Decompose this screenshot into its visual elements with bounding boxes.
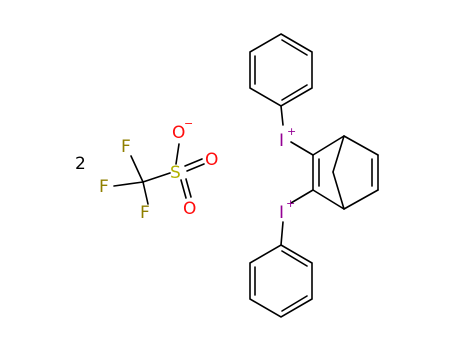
bond-s-o-bottom-a [180,179,187,199]
bond-iodine-to-ring-bottom [280,221,284,246]
phenyl-ring-bottom [249,244,313,318]
bond-c1-bridge [332,135,345,173]
ring-top-inner-1 [281,39,308,56]
fluorine-left-label: F [99,177,109,197]
bond-c-f-bottom [142,181,149,205]
bond-s-o-right-a [184,158,203,167]
fluorine-top-label: F [121,137,131,157]
bond-bridge-c4 [332,171,345,210]
ring-bottom-outline [249,244,313,318]
oxygen-charge: − [184,117,193,130]
norbornadiene-core [312,135,379,210]
bond-ring-top-to-iodine [280,105,284,126]
ring-bottom-inner-2 [281,295,308,312]
iodine-bottom-charge: + [286,197,295,210]
sulfur-label: S [170,163,181,183]
bond-c1-c6 [343,135,379,156]
stoichiometry-coefficient: 2 [75,154,86,174]
ring-top-inner-2 [281,84,308,101]
ring-top-outline [249,33,313,107]
iodine-bottom-label: I [279,203,284,223]
oxygen-bottom-label: O [183,199,196,219]
bond-s-o-minus [175,143,180,165]
iodine-top-charge: + [287,125,296,138]
phenyl-ring-top [249,33,313,107]
bond-c2-c1 [312,135,345,156]
bond-c3-to-iodine-bottom [290,189,314,204]
bond-c5-c4 [343,189,379,210]
bond-c-s [142,172,171,183]
iodine-top-label: I [279,131,284,151]
fluorine-bottom-label: F [140,203,150,223]
ring-bottom-inner-1 [281,250,308,267]
triflate-anion: F F F S O − O O [99,117,218,223]
bond-c4-c3 [312,189,345,210]
bond-c-f-top [130,155,144,183]
bond-c-f-left [113,181,144,187]
bond-s-o-right-b [186,163,205,172]
bond-s-o-bottom-b [185,178,192,198]
oxygen-minus-label: O [172,123,185,143]
oxygen-right-label: O [205,150,218,170]
bond-iodine-top-to-c2 [290,141,314,156]
